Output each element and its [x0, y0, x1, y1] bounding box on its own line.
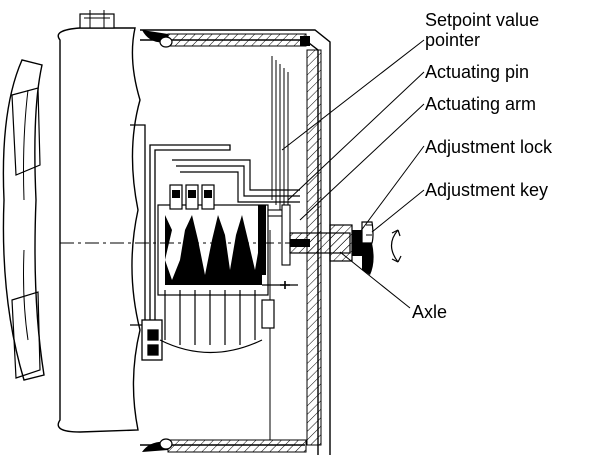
leader-lines: [281, 39, 425, 309]
label-adjustment-key: Adjustment key: [425, 180, 549, 200]
setpoint-pointer: [269, 56, 289, 440]
left-handle: [2, 59, 45, 381]
label-actuating-pin: Actuating pin: [425, 62, 530, 82]
lower-plates: [159, 281, 298, 353]
label-setpoint-value: Setpoint value: [425, 10, 540, 30]
bellows-assembly: [157, 184, 269, 296]
capillary-tubes: [172, 159, 300, 203]
label-pointer: pointer: [425, 30, 481, 50]
label-adjustment-lock: Adjustment lock: [425, 137, 553, 157]
label-actuating-arm: Actuating arm: [425, 94, 537, 114]
mounting-frame: [130, 124, 231, 361]
rotation-arrow-icon: [390, 229, 402, 263]
axle-assembly: [289, 221, 374, 275]
housing-body: [57, 27, 141, 433]
label-axle: Axle: [412, 302, 448, 322]
actuating-arm-shape: [258, 204, 291, 275]
top-screw: [79, 10, 115, 29]
